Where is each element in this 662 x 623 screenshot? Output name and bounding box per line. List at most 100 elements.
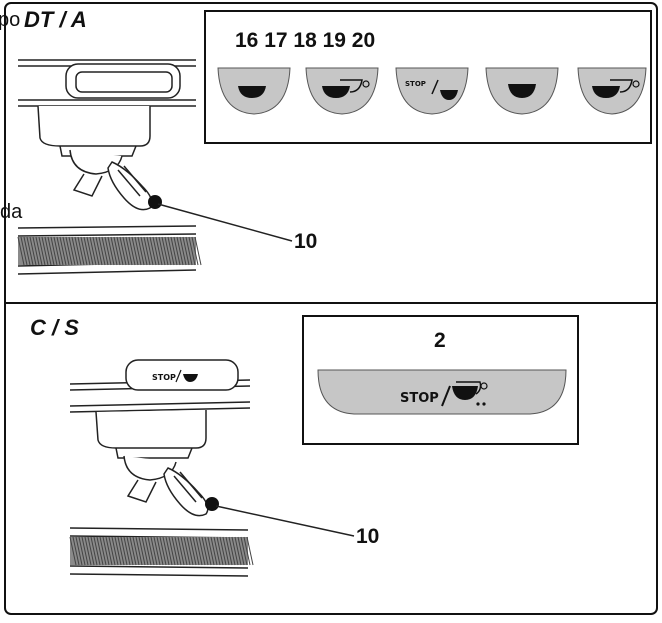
bottom-stop-label: STOP <box>400 391 439 406</box>
grate-hatch-line <box>23 236 31 266</box>
grate-hatch-line <box>72 536 80 566</box>
grate-hatch-line <box>177 536 185 566</box>
grate-hatch-line <box>150 536 158 566</box>
grate-hatch-line <box>62 236 70 266</box>
grate-hatch-line <box>83 236 91 266</box>
grate-hatch-line <box>240 536 248 566</box>
bottom-keypad-number: 2 <box>434 329 446 352</box>
top-button-18[interactable] <box>395 67 469 115</box>
grate-hatch-line <box>90 536 98 566</box>
grate-hatch-line <box>107 236 115 266</box>
grate-hatch-line <box>101 236 109 266</box>
grate-hatch-line <box>108 536 116 566</box>
grate-hatch-line <box>149 236 157 266</box>
grate-hatch-line <box>164 236 172 266</box>
grate-hatch-line <box>188 236 196 266</box>
top-model-label: DT / A <box>24 7 87 32</box>
grate-hatch-line <box>114 536 122 566</box>
grate-hatch-line <box>116 236 124 266</box>
grate-hatch-line <box>183 536 191 566</box>
grate-hatch-line <box>104 236 112 266</box>
grate-hatch-line <box>86 236 94 266</box>
grate-hatch-line <box>144 536 152 566</box>
grate-hatch-line <box>156 536 164 566</box>
grate-hatch-line <box>246 536 254 566</box>
grate-hatch-line <box>71 236 79 266</box>
grate-hatch-line <box>198 536 206 566</box>
top-portafilter-knob <box>148 195 162 209</box>
bottom-stop-button[interactable] <box>317 369 567 415</box>
grate-hatch-line <box>143 236 151 266</box>
stray-text-po: po <box>0 9 21 31</box>
grate-hatch-line <box>204 536 212 566</box>
grate-hatch-line <box>32 236 40 266</box>
grate-hatch-line <box>89 236 97 266</box>
bottom-mini-stop-icon: STOP <box>152 369 198 383</box>
grate-hatch-line <box>171 536 179 566</box>
grate-hatch-line <box>102 536 110 566</box>
grate-hatch-line <box>176 236 184 266</box>
grate-hatch-line <box>237 536 245 566</box>
grate-hatch-line <box>158 236 166 266</box>
grate-hatch-line <box>180 536 188 566</box>
grate-hatch-line <box>105 536 113 566</box>
grate-hatch-line <box>195 536 203 566</box>
grate-hatch-line <box>140 236 148 266</box>
bottom-mini-stop-label: STOP <box>152 373 176 382</box>
grate-hatch-line <box>47 236 55 266</box>
grate-hatch-line <box>201 536 209 566</box>
top-keypad-numbers: 16 17 18 19 20 <box>235 29 376 52</box>
grate-hatch-line <box>231 536 239 566</box>
grate-hatch-line <box>17 236 25 266</box>
grate-hatch-line <box>29 236 37 266</box>
single-cup-icon <box>508 84 536 98</box>
grate-hatch-line <box>243 536 251 566</box>
grate-hatch-line <box>228 536 236 566</box>
side-text-da: da <box>0 201 23 223</box>
grate-hatch-line <box>192 536 200 566</box>
grate-hatch-line <box>119 236 127 266</box>
grate-hatch-line <box>69 536 77 566</box>
grate-hatch-line <box>20 236 28 266</box>
grate-hatch-line <box>189 536 197 566</box>
grate-hatch-line <box>35 236 43 266</box>
grate-hatch-line <box>165 536 173 566</box>
grate-hatch-line <box>132 536 140 566</box>
grate-hatch-line <box>59 236 67 266</box>
grate-hatch-line <box>125 236 133 266</box>
grate-hatch-line <box>219 536 227 566</box>
grate-hatch-line <box>92 236 100 266</box>
outer-frame <box>4 2 658 615</box>
grate-hatch-line <box>207 536 215 566</box>
stop-cup-icon: STOP <box>400 381 488 407</box>
grate-hatch-line <box>65 236 73 266</box>
grate-hatch-line <box>117 536 125 566</box>
grate-hatch-line <box>38 236 46 266</box>
grate-hatch-line <box>96 536 104 566</box>
top-callout-line <box>157 203 293 242</box>
grate-hatch-line <box>41 236 49 266</box>
grate-hatch-line <box>170 236 178 266</box>
grate-hatch-line <box>138 536 146 566</box>
grate-hatch-line <box>120 536 128 566</box>
grate-hatch-line <box>137 236 145 266</box>
double-cup-icon <box>322 79 370 98</box>
grate-hatch-line <box>87 536 95 566</box>
grate-hatch-line <box>74 236 82 266</box>
grate-hatch-line <box>113 236 121 266</box>
grate-hatch-line <box>111 536 119 566</box>
grate-hatch-line <box>216 536 224 566</box>
bottom-drip-grate <box>69 536 254 566</box>
grate-hatch-line <box>182 236 190 266</box>
grate-hatch-line <box>77 236 85 266</box>
grate-hatch-line <box>134 236 142 266</box>
grate-hatch-line <box>174 536 182 566</box>
grate-hatch-line <box>129 536 137 566</box>
grate-hatch-line <box>234 536 242 566</box>
grate-hatch-line <box>161 236 169 266</box>
grate-hatch-line <box>155 236 163 266</box>
grate-hatch-line <box>152 236 160 266</box>
grate-hatch-line <box>98 236 106 266</box>
grate-hatch-line <box>159 536 167 566</box>
